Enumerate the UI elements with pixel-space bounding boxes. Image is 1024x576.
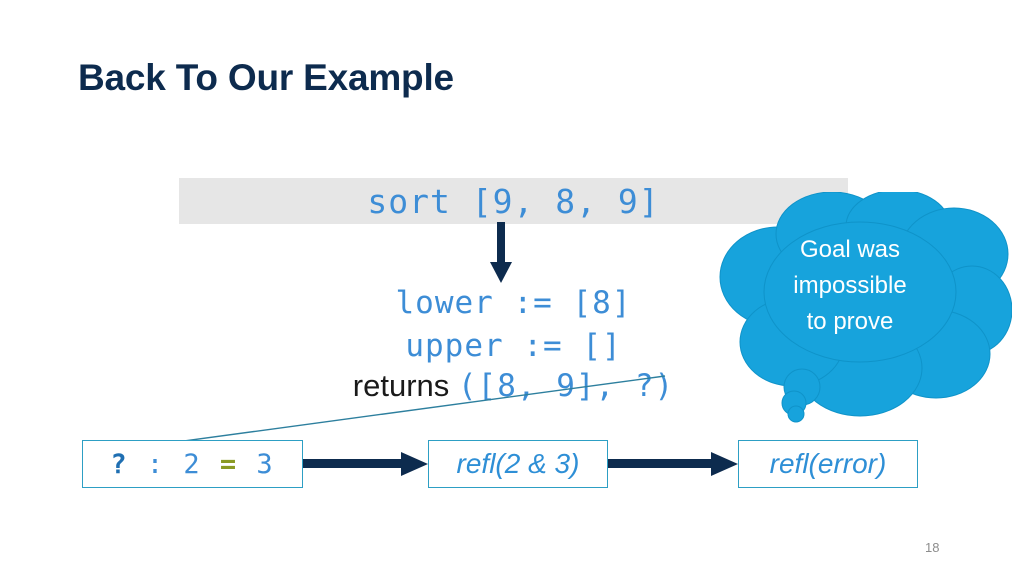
arrow-goal-to-refl23	[303, 452, 428, 476]
returns-expression: ([8, 9], ?)	[457, 368, 675, 404]
lower-assignment-line: lower := [8]	[395, 285, 632, 321]
thought-bubble-icon	[719, 192, 1012, 423]
down-arrow-icon	[490, 222, 512, 283]
goal-space-1	[202, 449, 220, 480]
thought-bubble-text: Goal was impossible to prove	[742, 232, 958, 340]
arrow-refl23-to-referror	[608, 452, 738, 476]
goal-colon: :	[128, 448, 184, 480]
goal-box-label: ? : 2 = 3	[110, 449, 274, 480]
refl-2-and-3-box[interactable]: refl(2 & 3)	[428, 440, 608, 488]
page-title: Back To Our Example	[78, 57, 454, 98]
goal-operand-right: 3	[256, 448, 275, 480]
returns-label: returns	[352, 368, 458, 403]
goal-question-mark: ?	[110, 448, 129, 480]
sort-expression-text: sort [9, 8, 9]	[367, 182, 660, 221]
refl-error-label: refl(error)	[769, 448, 887, 479]
goal-equals-sign: =	[219, 448, 239, 480]
code-band-background	[179, 178, 848, 224]
goal-operand-left: 2	[183, 448, 202, 480]
bubble-line-2: impossible	[793, 272, 907, 299]
upper-assignment-line: upper := []	[405, 328, 622, 364]
refl-error-box[interactable]: refl(error)	[738, 440, 918, 488]
bubble-line-3: to prove	[806, 308, 894, 335]
bubble-line-1: Goal was	[799, 236, 901, 263]
page-number: 18	[925, 540, 940, 555]
goal-space-2	[238, 449, 256, 480]
refl-2-and-3-label: refl(2 & 3)	[456, 448, 580, 479]
goal-box[interactable]: ? : 2 = 3	[82, 440, 303, 488]
